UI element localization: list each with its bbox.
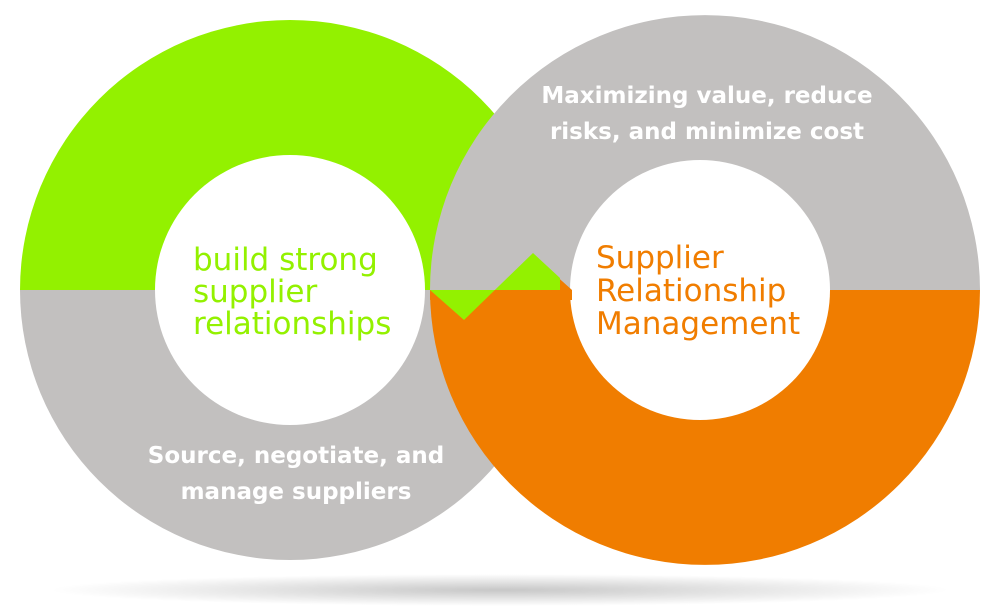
left-center-line-2: supplier (193, 274, 317, 310)
right-center-line-1: Supplier (596, 240, 724, 276)
ground-shadow (50, 574, 950, 606)
left-center-line-3: relationships (193, 306, 391, 342)
left-lower-line-2: manage suppliers (181, 479, 412, 505)
left-ring-lower-grey-arc (20, 290, 560, 560)
right-center-line-3: Management (596, 306, 800, 342)
left-center-text: build strong supplier relationships (193, 242, 391, 342)
right-ring-upper-grey-arc (430, 15, 980, 291)
left-ring (20, 20, 560, 560)
right-ring-lower-orange-arc (430, 290, 980, 565)
left-center-line-1: build strong (193, 242, 378, 278)
left-lower-text: Source, negotiate, and manage suppliers (148, 443, 444, 505)
green-interlock-edge (430, 253, 560, 320)
right-center-text: Supplier Relationship Management (596, 240, 800, 342)
right-upper-line-1: Maximizing value, reduce (541, 83, 872, 109)
left-ring-upper-green-arc (20, 20, 560, 290)
right-upper-line-2: risks, and minimize cost (550, 119, 864, 145)
left-lower-line-1: Source, negotiate, and (148, 443, 444, 469)
right-center-line-2: Relationship (596, 273, 786, 309)
right-ring (430, 15, 980, 565)
right-upper-text: Maximizing value, reduce risks, and mini… (541, 83, 872, 145)
